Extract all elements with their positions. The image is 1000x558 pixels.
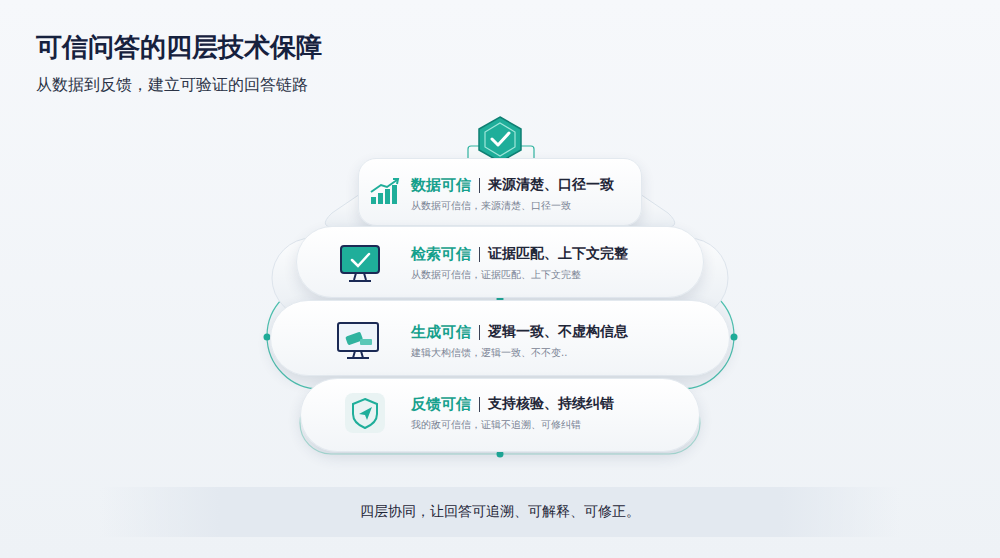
layer-heading-row: 生成可信逻辑一致、不虚构信息 [411, 322, 729, 342]
layer-heading-row: 数据可信来源清楚、口径一致 [411, 175, 641, 195]
layer-card: 数据可信来源清楚、口径一致从数据可信信，来源清楚、口径一致 [358, 158, 642, 226]
summary-text: 四层协同，让回答可追溯、可解释、可修正。 [360, 503, 640, 521]
separator-bar [479, 178, 480, 193]
separator-bar [479, 247, 480, 262]
separator-bar [479, 325, 480, 340]
layer-summary: 来源清楚、口径一致 [488, 176, 614, 194]
layer-heading-row: 反馈可信支持核验、持续纠错 [411, 394, 699, 414]
layer-detail: 从数据可信信，来源清楚、口径一致 [411, 199, 641, 213]
layer-name: 反馈可信 [411, 395, 471, 414]
layer-summary: 证据匹配、上下文完整 [488, 245, 628, 263]
layer-card: 生成可信逻辑一致、不虚构信息建辑大构信馈，逻辑一致、不不变.. [270, 300, 730, 376]
layer-name: 检索可信 [411, 245, 471, 264]
layer-name: 数据可信 [411, 176, 471, 195]
layer-summary: 支持核验、持续纠错 [488, 395, 614, 413]
summary-band: 四层协同，让回答可追溯、可解释、可修正。 [100, 487, 900, 537]
layer-detail: 我的敌可信信，证辑不追溯、可修纠错 [411, 418, 699, 432]
layer-card: 检索可信证据匹配、上下文完整从数据可信信，证据匹配、上下文完整 [296, 226, 704, 298]
layer-card: 反馈可信支持核验、持续纠错我的敌可信信，证辑不追溯、可修纠错 [300, 378, 700, 452]
separator-bar [479, 397, 480, 412]
layer-detail: 建辑大构信馈，逻辑一致、不不变.. [411, 346, 729, 360]
layer-detail: 从数据可信信，证据匹配、上下文完整 [411, 268, 703, 282]
layer-name: 生成可信 [411, 323, 471, 342]
page-title: 可信问答的四层技术保障 [36, 30, 322, 65]
layer-heading-row: 检索可信证据匹配、上下文完整 [411, 244, 703, 264]
layer-summary: 逻辑一致、不虚构信息 [488, 323, 628, 341]
page-subtitle: 从数据到反馈，建立可验证的回答链路 [36, 75, 308, 96]
